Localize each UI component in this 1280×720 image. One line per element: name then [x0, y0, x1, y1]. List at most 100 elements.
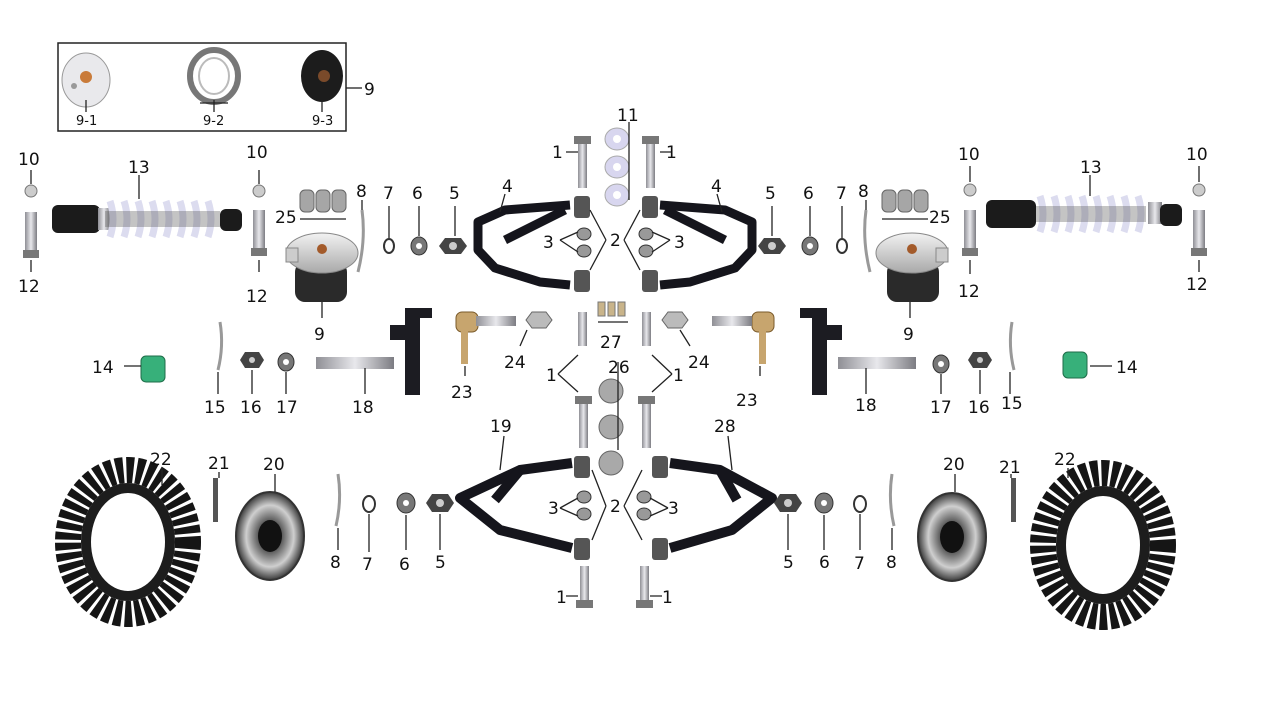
label-1: 1 — [556, 588, 567, 608]
right-shock-absorber — [986, 194, 1182, 234]
label-12: 12 — [246, 287, 268, 307]
label-8: 8 — [330, 553, 341, 573]
label-7: 7 — [383, 184, 394, 204]
label-9: 9 — [903, 325, 914, 345]
leader-lines — [30, 122, 1200, 597]
left-shock-absorber — [52, 199, 242, 239]
right-spindle — [800, 308, 916, 395]
label-6: 6 — [399, 555, 410, 575]
label-14: 14 — [92, 358, 114, 378]
tie-rod-ends — [455, 311, 775, 364]
brake-shoe-icon — [187, 47, 241, 105]
label-13: 13 — [1080, 158, 1102, 178]
label-27: 27 — [600, 333, 622, 353]
label-15: 15 — [1001, 394, 1023, 414]
label-14: 14 — [1116, 358, 1138, 378]
label-3: 3 — [548, 499, 559, 519]
right-tire — [1030, 460, 1176, 630]
label-2: 2 — [610, 497, 621, 517]
label-11: 11 — [617, 106, 639, 126]
label-1: 1 — [662, 588, 673, 608]
label-22: 22 — [1054, 450, 1076, 470]
upper-a-arm-right — [659, 200, 757, 290]
label-22: 22 — [150, 450, 172, 470]
left-spindle — [316, 308, 432, 395]
label-7: 7 — [836, 184, 847, 204]
label-10: 10 — [958, 145, 980, 165]
label-4: 4 — [502, 177, 513, 197]
label-9: 9 — [314, 325, 325, 345]
label-8: 8 — [858, 182, 869, 202]
left-rim — [235, 491, 305, 581]
label-8: 8 — [356, 182, 367, 202]
brake-drum-icon — [301, 50, 343, 102]
center-hardware — [574, 127, 668, 608]
label-5: 5 — [435, 553, 446, 573]
label-5: 5 — [765, 184, 776, 204]
label-20: 20 — [263, 455, 285, 475]
label-17: 17 — [930, 398, 952, 418]
label-20: 20 — [943, 455, 965, 475]
label-18: 18 — [352, 398, 374, 418]
label-3: 3 — [668, 499, 679, 519]
label-1: 1 — [552, 143, 563, 163]
label-1: 1 — [673, 366, 684, 386]
brake-kit-inset: 9-1 9-2 9-3 9 — [57, 42, 375, 132]
label-9-3: 9-3 — [312, 114, 333, 129]
lower-hardware — [213, 473, 1016, 527]
label-15: 15 — [204, 398, 226, 418]
label-1: 1 — [666, 143, 677, 163]
hub-caps-and-hardware — [140, 321, 1088, 383]
label-6: 6 — [412, 184, 423, 204]
label-10: 10 — [18, 150, 40, 170]
label-21: 21 — [999, 458, 1021, 478]
lower-a-arm-right — [668, 458, 777, 553]
label-19: 19 — [490, 417, 512, 437]
label-24: 24 — [688, 353, 710, 373]
label-6: 6 — [819, 553, 830, 573]
label-3: 3 — [674, 233, 685, 253]
label-3: 3 — [543, 233, 554, 253]
label-26: 26 — [608, 358, 630, 378]
label-6: 6 — [803, 184, 814, 204]
shock-bolts-and-nuts — [23, 183, 1207, 258]
label-25: 25 — [275, 208, 297, 228]
label-5: 5 — [449, 184, 460, 204]
label-28: 28 — [714, 417, 736, 437]
label-7: 7 — [362, 555, 373, 575]
label-1: 1 — [546, 366, 557, 386]
label-10: 10 — [1186, 145, 1208, 165]
right-brake-hub — [875, 232, 949, 302]
left-tire — [55, 457, 201, 627]
label-23: 23 — [736, 391, 758, 411]
lower-a-arm-left — [455, 458, 574, 553]
callout-labels: 10 12 13 10 12 25 8 7 6 5 4 1 11 1 3 2 3… — [18, 106, 1208, 608]
label-10: 10 — [246, 143, 268, 163]
label-9-kit: 9 — [364, 80, 375, 100]
label-12: 12 — [958, 282, 980, 302]
label-16: 16 — [240, 398, 262, 418]
label-21: 21 — [208, 454, 230, 474]
label-12: 12 — [18, 277, 40, 297]
label-25: 25 — [929, 208, 951, 228]
label-24: 24 — [504, 353, 526, 373]
label-9-2: 9-2 — [203, 114, 224, 129]
label-8: 8 — [886, 553, 897, 573]
bushing-set-25 — [299, 189, 929, 213]
upper-hardware — [356, 209, 872, 273]
label-9-1: 9-1 — [76, 114, 97, 129]
label-2: 2 — [610, 231, 621, 251]
label-16: 16 — [968, 398, 990, 418]
label-17: 17 — [276, 398, 298, 418]
label-4: 4 — [711, 177, 722, 197]
upper-a-arm-left — [473, 200, 571, 290]
label-12: 12 — [1186, 275, 1208, 295]
label-18: 18 — [855, 396, 877, 416]
label-5: 5 — [783, 553, 794, 573]
right-rim — [917, 492, 987, 582]
label-7: 7 — [854, 554, 865, 574]
label-23: 23 — [451, 383, 473, 403]
left-brake-hub — [285, 232, 359, 302]
label-13: 13 — [128, 158, 150, 178]
